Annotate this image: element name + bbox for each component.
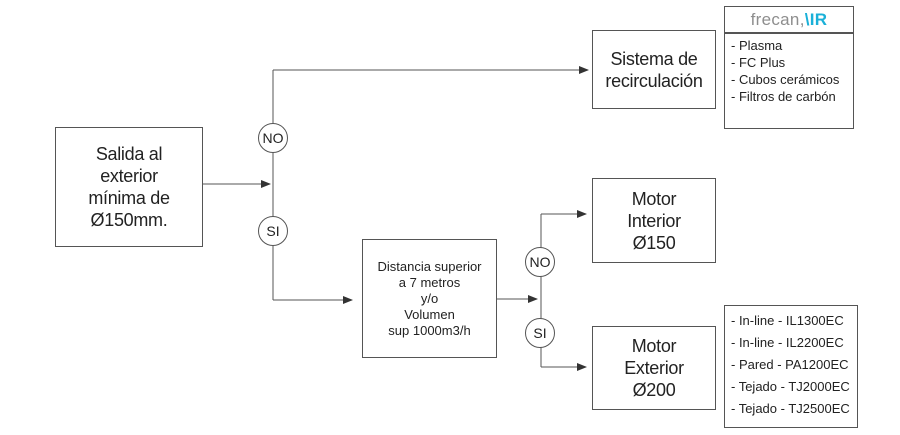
decision-1-si-circle: SI — [258, 216, 288, 246]
list-item: - Tejado - TJ2000EC — [731, 379, 850, 394]
recirculation-box-line-2: recirculación — [605, 70, 703, 91]
condition-box-line-4: Volumen — [404, 306, 455, 322]
motor-interior-line-2: Interior — [627, 210, 681, 231]
list-item: - FC Plus — [731, 55, 786, 70]
start-box-line-1: Salida al — [95, 144, 163, 164]
frecan-air-logo: frecan,\IR — [724, 6, 854, 33]
motor-exterior-box: Motor Exterior Ø200 — [592, 326, 716, 410]
logo-separator: , — [799, 9, 805, 29]
start-box-line-3: mínima de — [88, 188, 170, 208]
condition-box: Distancia superior a 7 metros y/o Volume… — [362, 239, 497, 358]
condition-box-line-5: sup 1000m3/h — [388, 322, 471, 338]
recirculation-options-list: - Plasma - FC Plus - Cubos cerámicos - F… — [724, 33, 854, 129]
motor-interior-line-1: Motor — [631, 188, 677, 209]
list-item: - Filtros de carbón — [731, 89, 836, 104]
start-box: Salida al exterior mínima de Ø150mm. — [55, 127, 203, 247]
motor-exterior-line-1: Motor — [631, 336, 677, 356]
condition-box-line-1: Distancia superior — [377, 258, 482, 274]
list-item: - Pared - PA1200EC — [731, 357, 849, 372]
start-box-line-4: Ø150mm. — [90, 210, 168, 230]
list-item: - Cubos cerámicos — [731, 72, 840, 87]
list-item: - In-line - IL2200EC — [731, 335, 844, 350]
condition-box-line-2: a 7 metros — [398, 274, 461, 290]
decision-1-no-circle: NO — [258, 123, 288, 153]
logo-air-text: \IR — [804, 9, 828, 29]
motor-exterior-models-list: - In-line - IL1300EC - In-line - IL2200E… — [724, 305, 858, 428]
motor-interior-line-3: Ø150 — [632, 232, 676, 253]
decision-2-si-circle: SI — [525, 318, 555, 348]
recirculation-box-line-1: Sistema de — [610, 48, 698, 69]
motor-interior-box: Motor Interior Ø150 — [592, 178, 716, 263]
recirculation-box: Sistema de recirculación — [592, 30, 716, 109]
start-box-line-2: exterior — [100, 166, 158, 186]
logo-brand-text: frecan — [750, 9, 800, 29]
list-item: - In-line - IL1300EC — [731, 313, 844, 328]
list-item: - Tejado - TJ2500EC — [731, 401, 850, 416]
motor-exterior-line-3: Ø200 — [632, 380, 676, 400]
decision-2-no-circle: NO — [525, 247, 555, 277]
condition-box-line-3: y/o — [420, 290, 439, 306]
motor-exterior-line-2: Exterior — [624, 358, 684, 378]
list-item: - Plasma — [731, 38, 783, 53]
